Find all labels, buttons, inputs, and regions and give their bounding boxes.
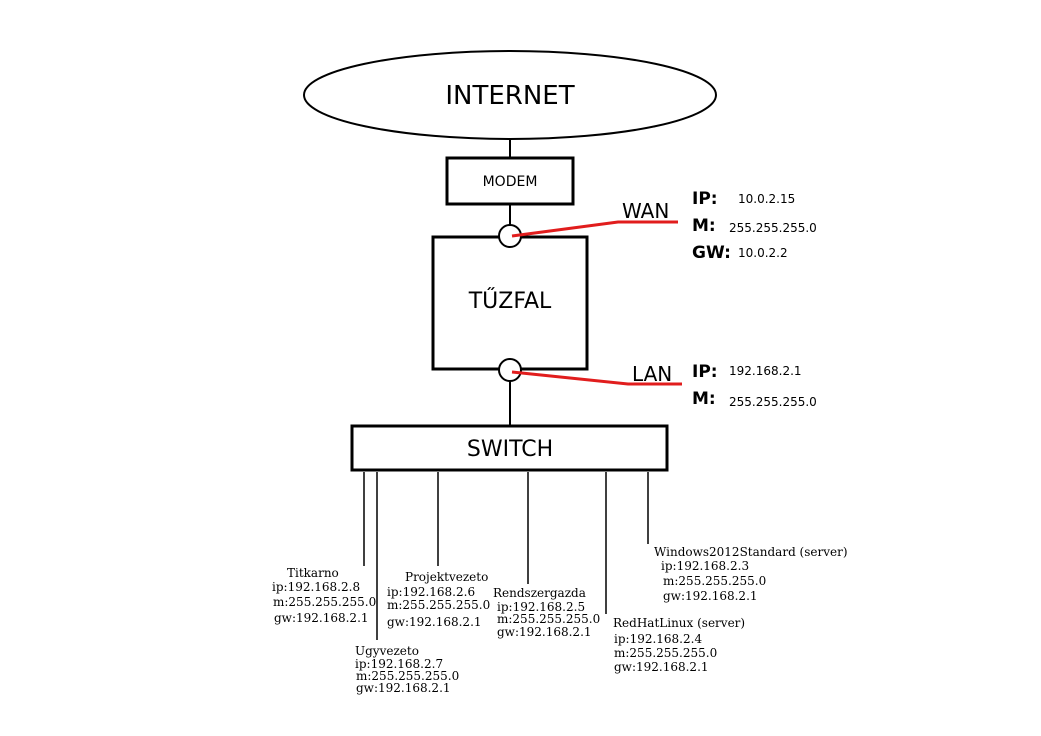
host-redhatlinux: RedHatLinux (server) ip:192.168.2.4 m:25… bbox=[613, 616, 745, 674]
host-mask: m:255.255.255.0 bbox=[356, 669, 459, 683]
internet-label: INTERNET bbox=[445, 81, 574, 111]
switch-box bbox=[350, 424, 669, 472]
host-ip: ip:192.168.2.7 bbox=[355, 657, 443, 671]
wan-ip-key: IP: bbox=[692, 189, 718, 209]
host-gateway: gw:192.168.2.1 bbox=[663, 589, 758, 603]
wan-link bbox=[511, 220, 678, 238]
host-ip: ip:192.168.2.5 bbox=[497, 600, 585, 614]
host-name: Windows2012Standard (server) bbox=[654, 545, 848, 559]
host-gateway: gw:192.168.2.1 bbox=[274, 611, 369, 625]
host-name: Projektvezeto bbox=[405, 570, 488, 584]
wan-mask-key: M: bbox=[692, 216, 716, 236]
lan-label: LAN bbox=[632, 362, 672, 386]
wan-gateway-value: 10.0.2.2 bbox=[738, 246, 788, 260]
lan-port bbox=[498, 358, 522, 382]
host-gateway: gw:192.168.2.1 bbox=[387, 615, 482, 629]
host-gateway: gw:192.168.2.1 bbox=[497, 625, 592, 639]
host-windows2012: Windows2012Standard (server) ip:192.168.… bbox=[654, 545, 848, 603]
host-mask: m:255.255.255.0 bbox=[497, 612, 600, 626]
lan-ip-value: 192.168.2.1 bbox=[729, 364, 802, 378]
wan-ip-value: 10.0.2.15 bbox=[738, 192, 795, 206]
host-titkarno: Titkarno ip:192.168.2.8 m:255.255.255.0 … bbox=[272, 566, 376, 625]
host-name: Ugyvezeto bbox=[355, 644, 419, 658]
lan-ip-key: IP: bbox=[692, 362, 718, 382]
lan-mask-key: M: bbox=[692, 389, 716, 409]
host-gateway: gw:192.168.2.1 bbox=[356, 681, 451, 695]
wan-mask-value: 255.255.255.0 bbox=[729, 221, 817, 235]
host-ip: ip:192.168.2.8 bbox=[272, 580, 360, 594]
host-gateway: gw:192.168.2.1 bbox=[614, 660, 709, 674]
modem-box bbox=[445, 156, 575, 206]
host-name: Rendszergazda bbox=[493, 586, 586, 600]
host-ip: ip:192.168.2.4 bbox=[614, 632, 702, 646]
lan-link bbox=[511, 370, 682, 386]
host-mask: m:255.255.255.0 bbox=[663, 574, 766, 588]
switch-label: SWITCH bbox=[467, 437, 553, 462]
host-mask: m:255.255.255.0 bbox=[614, 646, 717, 660]
host-ip: ip:192.168.2.6 bbox=[387, 585, 475, 599]
modem-label: MODEM bbox=[483, 174, 538, 190]
host-rendszergazda: Rendszergazda ip:192.168.2.5 m:255.255.2… bbox=[493, 586, 600, 639]
host-projektvezeto: Projektvezeto ip:192.168.2.6 m:255.255.2… bbox=[387, 570, 490, 629]
host-name: Titkarno bbox=[287, 566, 339, 580]
wan-label: WAN bbox=[622, 199, 669, 223]
wan-gateway-key: GW: bbox=[692, 243, 731, 263]
host-name: RedHatLinux (server) bbox=[613, 616, 745, 630]
host-mask: m:255.255.255.0 bbox=[273, 595, 376, 609]
lan-mask-value: 255.255.255.0 bbox=[729, 395, 817, 409]
host-ip: ip:192.168.2.3 bbox=[661, 559, 749, 573]
host-mask: m:255.255.255.0 bbox=[387, 598, 490, 612]
firewall-label: TŰZFAL bbox=[468, 288, 552, 314]
host-ugyvezeto: Ugyvezeto ip:192.168.2.7 m:255.255.255.0… bbox=[355, 644, 459, 695]
